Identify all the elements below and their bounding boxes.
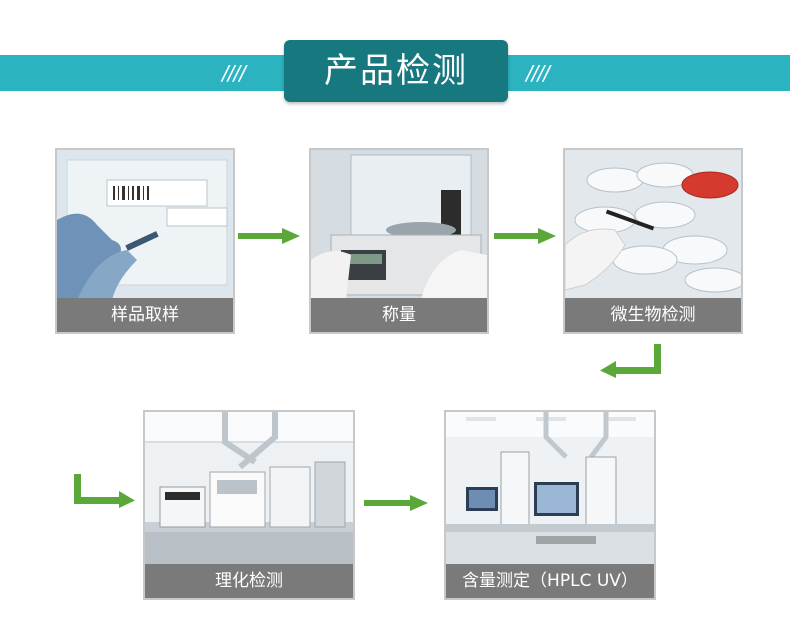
step-label-physicochemical: 理化检测 <box>145 564 353 598</box>
lab-instruments-photo <box>145 412 353 566</box>
page-title: 产品检测 <box>284 40 508 102</box>
step-card-physicochemical: 理化检测 <box>143 410 355 600</box>
arrow-right-icon <box>494 226 558 246</box>
step-card-microbiology: 微生物检测 <box>563 148 743 334</box>
step-card-hplc: 含量测定（HPLC UV） <box>444 410 656 600</box>
arrow-right-icon <box>238 226 302 246</box>
step-label-sampling: 样品取样 <box>57 298 233 332</box>
header-title-box: 产品检测 <box>284 40 508 102</box>
arrow-turn-left-icon <box>598 344 664 378</box>
slash-decoration-left: //// <box>222 62 245 84</box>
arrow-turn-right-icon <box>72 474 138 508</box>
step-card-sampling: 样品取样 <box>55 148 235 334</box>
slash-decoration-right: //// <box>526 62 549 84</box>
step-label-weighing: 称量 <box>311 298 487 332</box>
analytical-balance-photo <box>311 150 487 300</box>
step-card-weighing: 称量 <box>309 148 489 334</box>
step-label-hplc: 含量测定（HPLC UV） <box>446 564 654 598</box>
hplc-lab-photo <box>446 412 654 566</box>
arrow-right-icon <box>364 493 430 513</box>
petri-dish-photo <box>565 150 741 300</box>
sample-bag-photo <box>57 150 233 300</box>
step-label-microbiology: 微生物检测 <box>565 298 741 332</box>
